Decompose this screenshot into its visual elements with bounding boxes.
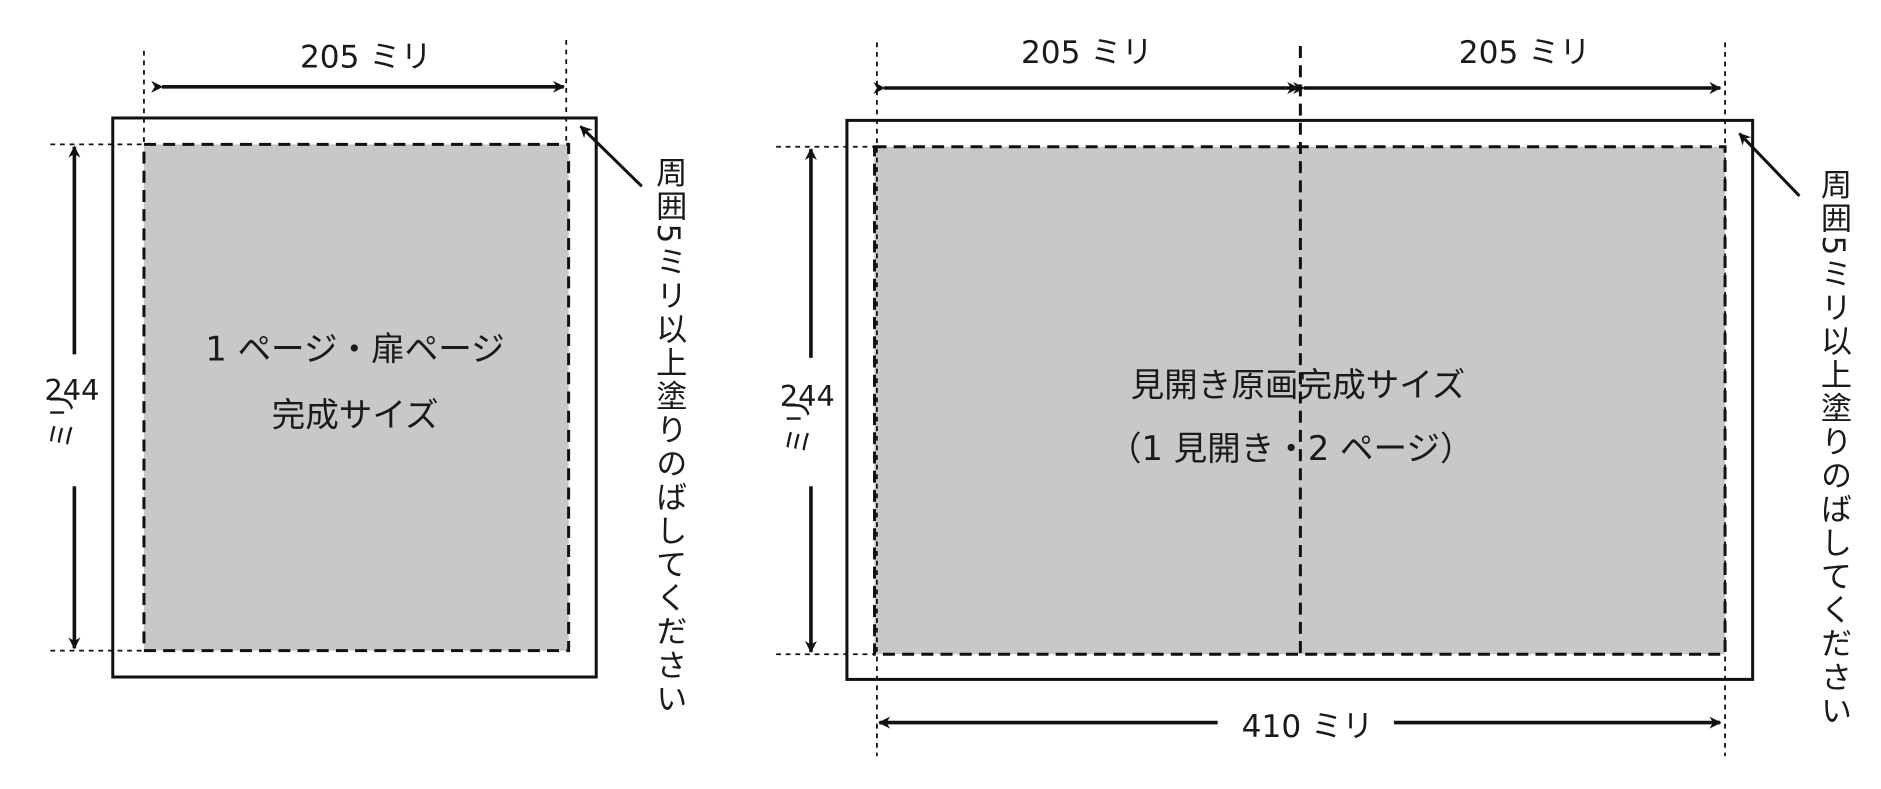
bleed-pointer-arrow (579, 125, 643, 188)
height-number: 244 (45, 373, 100, 407)
height-unit: ミリ (45, 392, 79, 450)
left-width-label: 205 ミリ (1021, 35, 1153, 71)
bleed-note: 周囲5ミリ以上塗りのばしてください (1815, 168, 1851, 728)
width-label: 205 ミリ (300, 40, 432, 76)
total-width-label: 410 ミリ (1242, 709, 1374, 745)
single-page-title: 1 ページ・扉ページ (205, 329, 504, 368)
spread-subtitle: （1 見開き・2 ページ） (1108, 429, 1474, 468)
single-page-outer-frame (111, 116, 598, 679)
single-page-trim-area (142, 142, 571, 653)
spread-diagram: 205 ミリ 205 ミリ 244 ミリ 410 ミリ 見開き原画完成サイズ （… (776, 35, 1851, 757)
height-number: 244 (780, 379, 835, 413)
height-unit: ミリ (782, 398, 816, 456)
single-page-diagram: 205 ミリ 244 ミリ 1 ページ・扉ページ 完成サイズ 周囲5ミリ以上塗り… (45, 40, 687, 716)
bleed-note: 周囲5ミリ以上塗りのばしてください (650, 156, 686, 716)
bleed-pointer-arrow (1738, 132, 1801, 198)
single-page-subtitle: 完成サイズ (272, 395, 439, 434)
spread-outer-frame (845, 118, 1755, 681)
right-width-label: 205 ミリ (1459, 35, 1591, 71)
spread-title: 見開き原画完成サイズ (1131, 365, 1466, 404)
